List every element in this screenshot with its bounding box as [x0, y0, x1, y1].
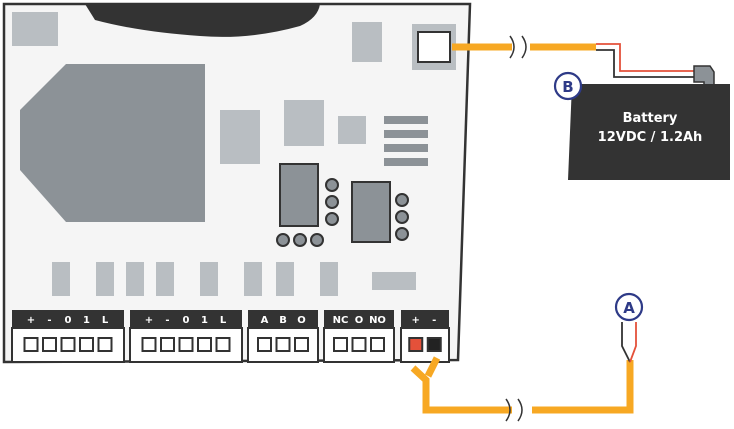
terminal-label: -	[165, 315, 169, 326]
terminal-label: O	[297, 315, 306, 326]
terminal-label: -	[47, 315, 51, 326]
terminal-screw	[351, 337, 367, 352]
badge-b: B	[553, 71, 583, 101]
battery-wire	[452, 35, 715, 87]
terminal-label: O	[355, 315, 364, 326]
pin-header	[384, 116, 428, 166]
component-top-left	[12, 12, 58, 46]
battery: Battery 12VDC / 1.2Ah	[568, 84, 730, 180]
terminal-screw	[257, 337, 272, 352]
badge-a-label: A	[623, 299, 635, 317]
terminal-screw	[60, 337, 76, 352]
radio-module	[20, 64, 205, 222]
terminal-block-4: NC O NO	[323, 310, 395, 363]
capacitors	[276, 178, 409, 247]
battery-body	[568, 84, 730, 180]
terminal-block-5: +-	[400, 310, 450, 363]
terminal-screw	[79, 337, 94, 352]
terminal-block-header	[12, 310, 124, 328]
terminal-label: -	[432, 315, 436, 326]
terminal-screw	[426, 337, 442, 352]
terminal-screw	[294, 337, 309, 352]
board-top-cutout	[85, 4, 320, 37]
terminal-screw	[370, 337, 385, 352]
terminal-screw	[97, 337, 113, 352]
terminal-block-header	[401, 310, 449, 328]
terminal-label: 0	[183, 315, 190, 326]
battery-spec: 12VDC / 1.2Ah	[598, 130, 703, 145]
terminal-screw	[333, 337, 348, 352]
terminal-label: +	[27, 315, 35, 326]
terminal-screw	[23, 337, 39, 352]
component-mid-3	[338, 116, 366, 144]
terminal-screw	[160, 337, 175, 352]
terminal-screw	[141, 337, 157, 352]
terminal-label: L	[102, 315, 109, 326]
terminal-label: A	[261, 315, 269, 326]
terminal-label: 1	[83, 315, 90, 326]
battery-connector-socket	[417, 31, 451, 63]
terminal-screw	[178, 337, 194, 352]
component-top-right	[352, 22, 382, 62]
terminal-label: NC	[333, 315, 349, 326]
terminal-screw	[197, 337, 212, 352]
component-mid-2	[284, 100, 324, 146]
terminal-label: +	[145, 315, 153, 326]
component-mid-1	[220, 110, 260, 164]
terminal-label: 0	[65, 315, 72, 326]
terminal-label: +	[412, 315, 420, 326]
ic-chip-1	[279, 163, 319, 227]
terminal-block-header	[130, 310, 242, 328]
badge-b-label: B	[562, 78, 573, 96]
terminal-screw	[275, 337, 291, 352]
battery-name: Battery	[623, 111, 678, 126]
terminal-label: NO	[369, 315, 386, 326]
terminal-screw	[215, 337, 231, 352]
control-board	[2, 2, 472, 364]
power-wire	[410, 322, 637, 422]
terminal-block-body	[400, 327, 450, 363]
terminal-label: B	[279, 315, 287, 326]
badge-a: A	[614, 292, 644, 322]
terminal-label: 1	[201, 315, 208, 326]
terminal-screw	[42, 337, 57, 352]
terminal-label: L	[220, 315, 227, 326]
terminal-block-header	[248, 310, 318, 328]
terminal-screw	[408, 337, 424, 352]
terminal-block-header	[324, 310, 394, 328]
lower-components	[52, 262, 416, 296]
ic-chip-2	[351, 181, 391, 243]
